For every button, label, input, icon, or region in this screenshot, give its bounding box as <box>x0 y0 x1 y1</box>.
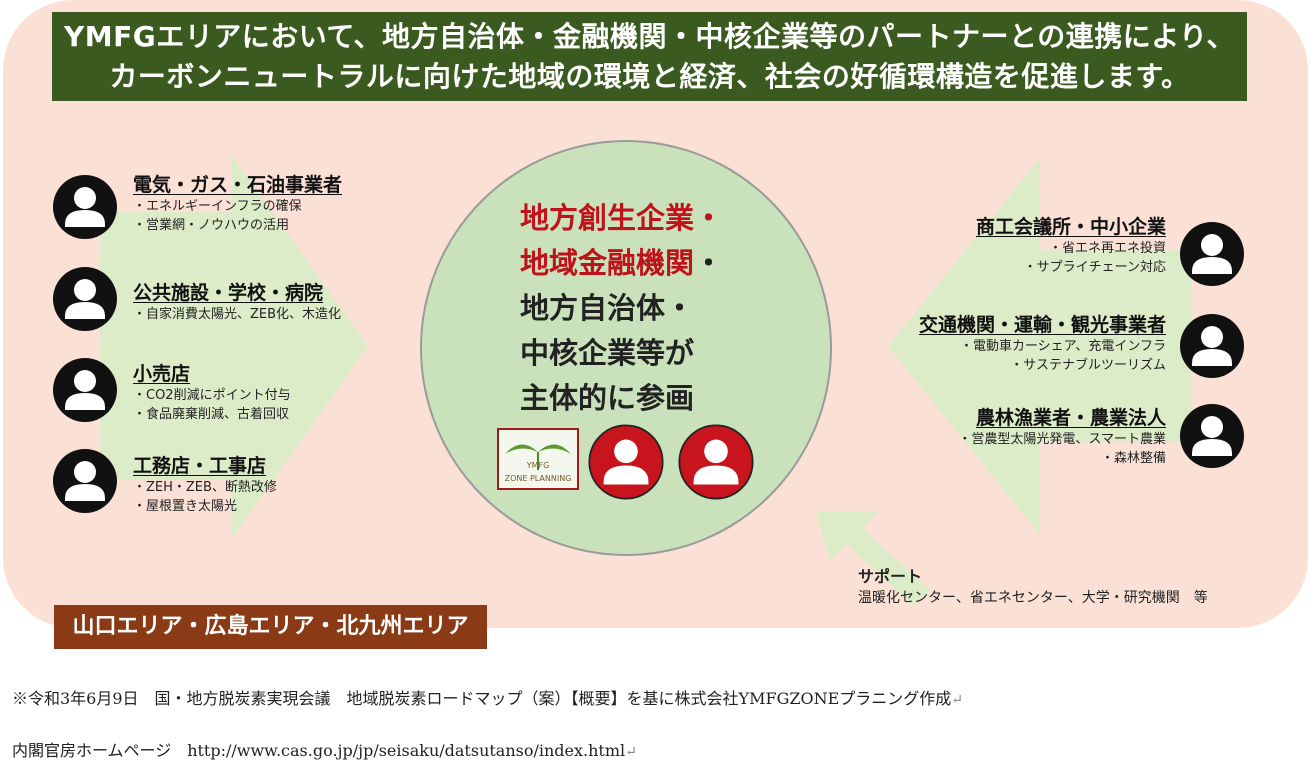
group-item: ・ZEH・ZEB、断熱改修 <box>133 480 277 495</box>
group-title: 交通機関・運輸・観光事業者 <box>918 314 1166 336</box>
group-title: 公共施設・学校・病院 <box>133 282 324 304</box>
group-title: 電気・ガス・石油事業者 <box>133 174 343 196</box>
left-group-public: 公共施設・学校・病院 ・自家消費太陽光、ZEB化、木造化 <box>133 281 341 324</box>
left-group-builders: 工務店・工事店 ・ZEH・ZEB、断熱改修 ・屋根置き太陽光 <box>133 454 277 516</box>
right-group-agriculture: 農林漁業者・農業法人 ・営農型太陽光発電、スマート農業 ・森林整備 <box>958 406 1166 468</box>
support-block: サポート 温暖化センター、省エネセンター、大学・研究機関 等 <box>858 566 1208 608</box>
person-icon <box>1180 314 1244 378</box>
left-group-retail: 小売店 ・CO2削減にポイント付与 ・食品廃棄削減、古着回収 <box>133 362 291 424</box>
person-icon <box>678 424 754 500</box>
right-flow-arrow <box>888 158 1192 535</box>
center-line-4: 中核企業等が <box>520 336 695 370</box>
group-item: ・屋根置き太陽光 <box>133 499 238 514</box>
headline-line-1: YMFGエリアにおいて、地方自治体・金融機関・中核企業等のパートナーとの連携によ… <box>63 19 1236 53</box>
headline-line-2: カーボンニュートラルに向けた地域の環境と経済、社会の好循環構造を促進します。 <box>109 59 1190 93</box>
source-note-text: ※令和3年6月9日 国・地方脱炭素実現会議 地域脱炭素ロードマップ（案）【概要】… <box>12 689 952 708</box>
right-group-transport: 交通機関・運輸・観光事業者 ・電動車カーシェア、充電インフラ ・サステナブルツー… <box>919 313 1166 375</box>
group-item: ・サステナブルツーリズム <box>1010 358 1166 373</box>
center-line-5: 主体的に参画 <box>520 381 695 415</box>
group-item: ・自家消費太陽光、ZEB化、木造化 <box>133 307 342 322</box>
group-title: 工務店・工事店 <box>133 455 267 477</box>
group-item: ・電動車カーシェア、充電インフラ <box>959 339 1166 354</box>
left-flow-arrow <box>100 155 368 538</box>
url-note: 内閣官房ホームページ http://www.cas.go.jp/jp/seisa… <box>12 737 637 761</box>
person-icon <box>1180 222 1244 286</box>
url-note-text: 内閣官房ホームページ http://www.cas.go.jp/jp/seisa… <box>12 741 626 760</box>
person-icon <box>588 424 664 500</box>
center-line-1: 地方創生企業・ <box>520 201 724 235</box>
person-icon <box>53 449 117 513</box>
source-note: ※令和3年6月9日 国・地方脱炭素実現会議 地域脱炭素ロードマップ（案）【概要】… <box>12 685 963 709</box>
logo-text-top: YMFG <box>526 461 550 470</box>
group-item: ・食品廃棄削減、古着回収 <box>133 407 290 422</box>
group-item: ・サプライチェーン対応 <box>1023 260 1166 275</box>
group-title: 商工会議所・中小企業 <box>975 216 1166 238</box>
person-icon <box>53 267 117 331</box>
center-line-2: 地域金融機関・ <box>520 241 800 286</box>
group-item: ・エネルギーインフラの確保 <box>133 199 302 214</box>
group-item: ・CO2削減にポイント付与 <box>133 388 291 403</box>
center-line-2-red: 地域金融機関 <box>520 246 695 280</box>
flow-arrows <box>100 155 1192 606</box>
center-line-3: 地方自治体・ <box>520 291 695 325</box>
area-band: 山口エリア・広島エリア・北九州エリア <box>54 605 487 649</box>
group-title: 小売店 <box>133 363 191 385</box>
group-title: 農林漁業者・農業法人 <box>975 407 1166 429</box>
logo-text-bottom: ZONE PLANNING <box>504 474 572 483</box>
support-arrow <box>816 512 930 606</box>
left-group-energy: 電気・ガス・石油事業者 ・エネルギーインフラの確保 ・営業網・ノウハウの活用 <box>133 173 342 235</box>
group-item: ・森林整備 <box>1100 451 1166 466</box>
support-body: 温暖化センター、省エネセンター、大学・研究機関 等 <box>858 590 1208 606</box>
group-item: ・省エネ再エネ投資 <box>1048 241 1166 256</box>
person-icon <box>53 175 117 239</box>
return-mark-icon: ↵ <box>951 692 964 708</box>
return-mark-icon: ↵ <box>625 744 637 760</box>
person-icon <box>1180 404 1244 468</box>
support-title: サポート <box>858 567 923 586</box>
center-line-2-dot: ・ <box>694 246 724 280</box>
group-item: ・営業網・ノウハウの活用 <box>133 218 290 233</box>
group-item: ・営農型太陽光発電、スマート農業 <box>958 432 1166 447</box>
leaf-logo-icon <box>505 444 571 470</box>
ymfg-zone-planning-logo: YMFG ZONE PLANNING <box>497 428 579 490</box>
headline-banner: YMFGエリアにおいて、地方自治体・金融機関・中核企業等のパートナーとの連携によ… <box>52 12 1247 101</box>
right-group-commerce: 商工会議所・中小企業 ・省エネ再エネ投資 ・サプライチェーン対応 <box>976 215 1166 277</box>
center-statement: 地方創生企業・ 地域金融機関・ 地方自治体・ 中核企業等が 主体的に参画 <box>520 196 800 421</box>
person-icon <box>53 358 117 422</box>
